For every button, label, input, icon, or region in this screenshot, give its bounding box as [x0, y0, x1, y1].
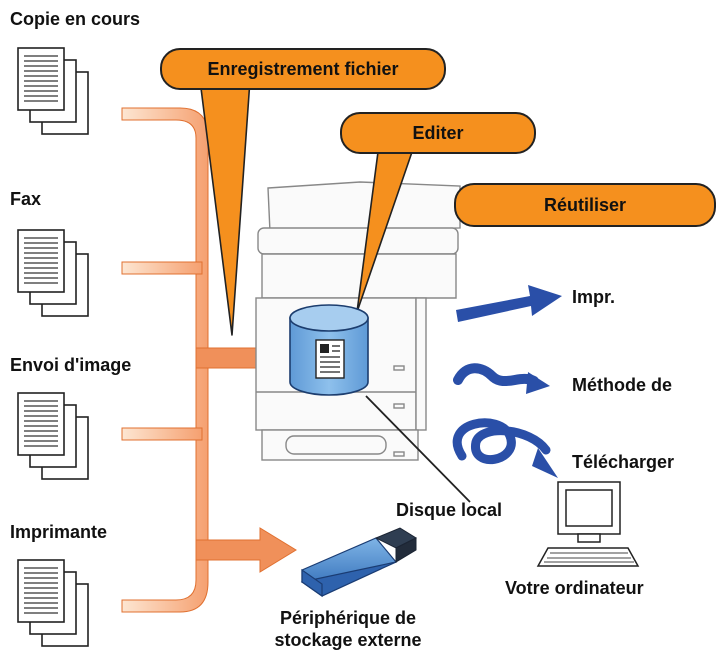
callout-file-save: Enregistrement fichier — [160, 48, 446, 90]
download-arrow-icon — [452, 418, 558, 478]
document-stack-printer-icon — [17, 559, 89, 647]
local-disk-icon — [289, 304, 369, 396]
label-copy: Copie en cours — [10, 9, 141, 29]
label-send: Envoi d'image — [10, 355, 132, 375]
callout-edit: Editer — [340, 112, 536, 154]
label-external-line2: stockage externe — [274, 630, 422, 650]
label-print: Impr. — [572, 287, 616, 307]
document-stack-copy-icon — [17, 47, 89, 135]
document-stack-fax-icon — [17, 229, 89, 317]
label-fax: Fax — [10, 189, 42, 209]
external-storage-icon — [300, 527, 418, 598]
computer-icon — [536, 481, 640, 567]
label-computer: Votre ordinateur — [505, 578, 644, 598]
print-arrow-icon — [456, 285, 562, 322]
multifunction-printer-icon — [255, 181, 461, 461]
local-disk-leader-line — [365, 395, 471, 503]
callout-reuse: Réutiliser — [454, 183, 716, 227]
label-method: Méthode de — [572, 375, 673, 395]
label-printer: Imprimante — [10, 522, 108, 542]
document-stack-send-icon — [17, 392, 89, 480]
method-arrow-icon — [453, 363, 550, 394]
label-local-disk: Disque local — [396, 500, 503, 520]
label-download: Télécharger — [572, 452, 675, 472]
label-external-line1: Périphérique de — [279, 608, 417, 628]
